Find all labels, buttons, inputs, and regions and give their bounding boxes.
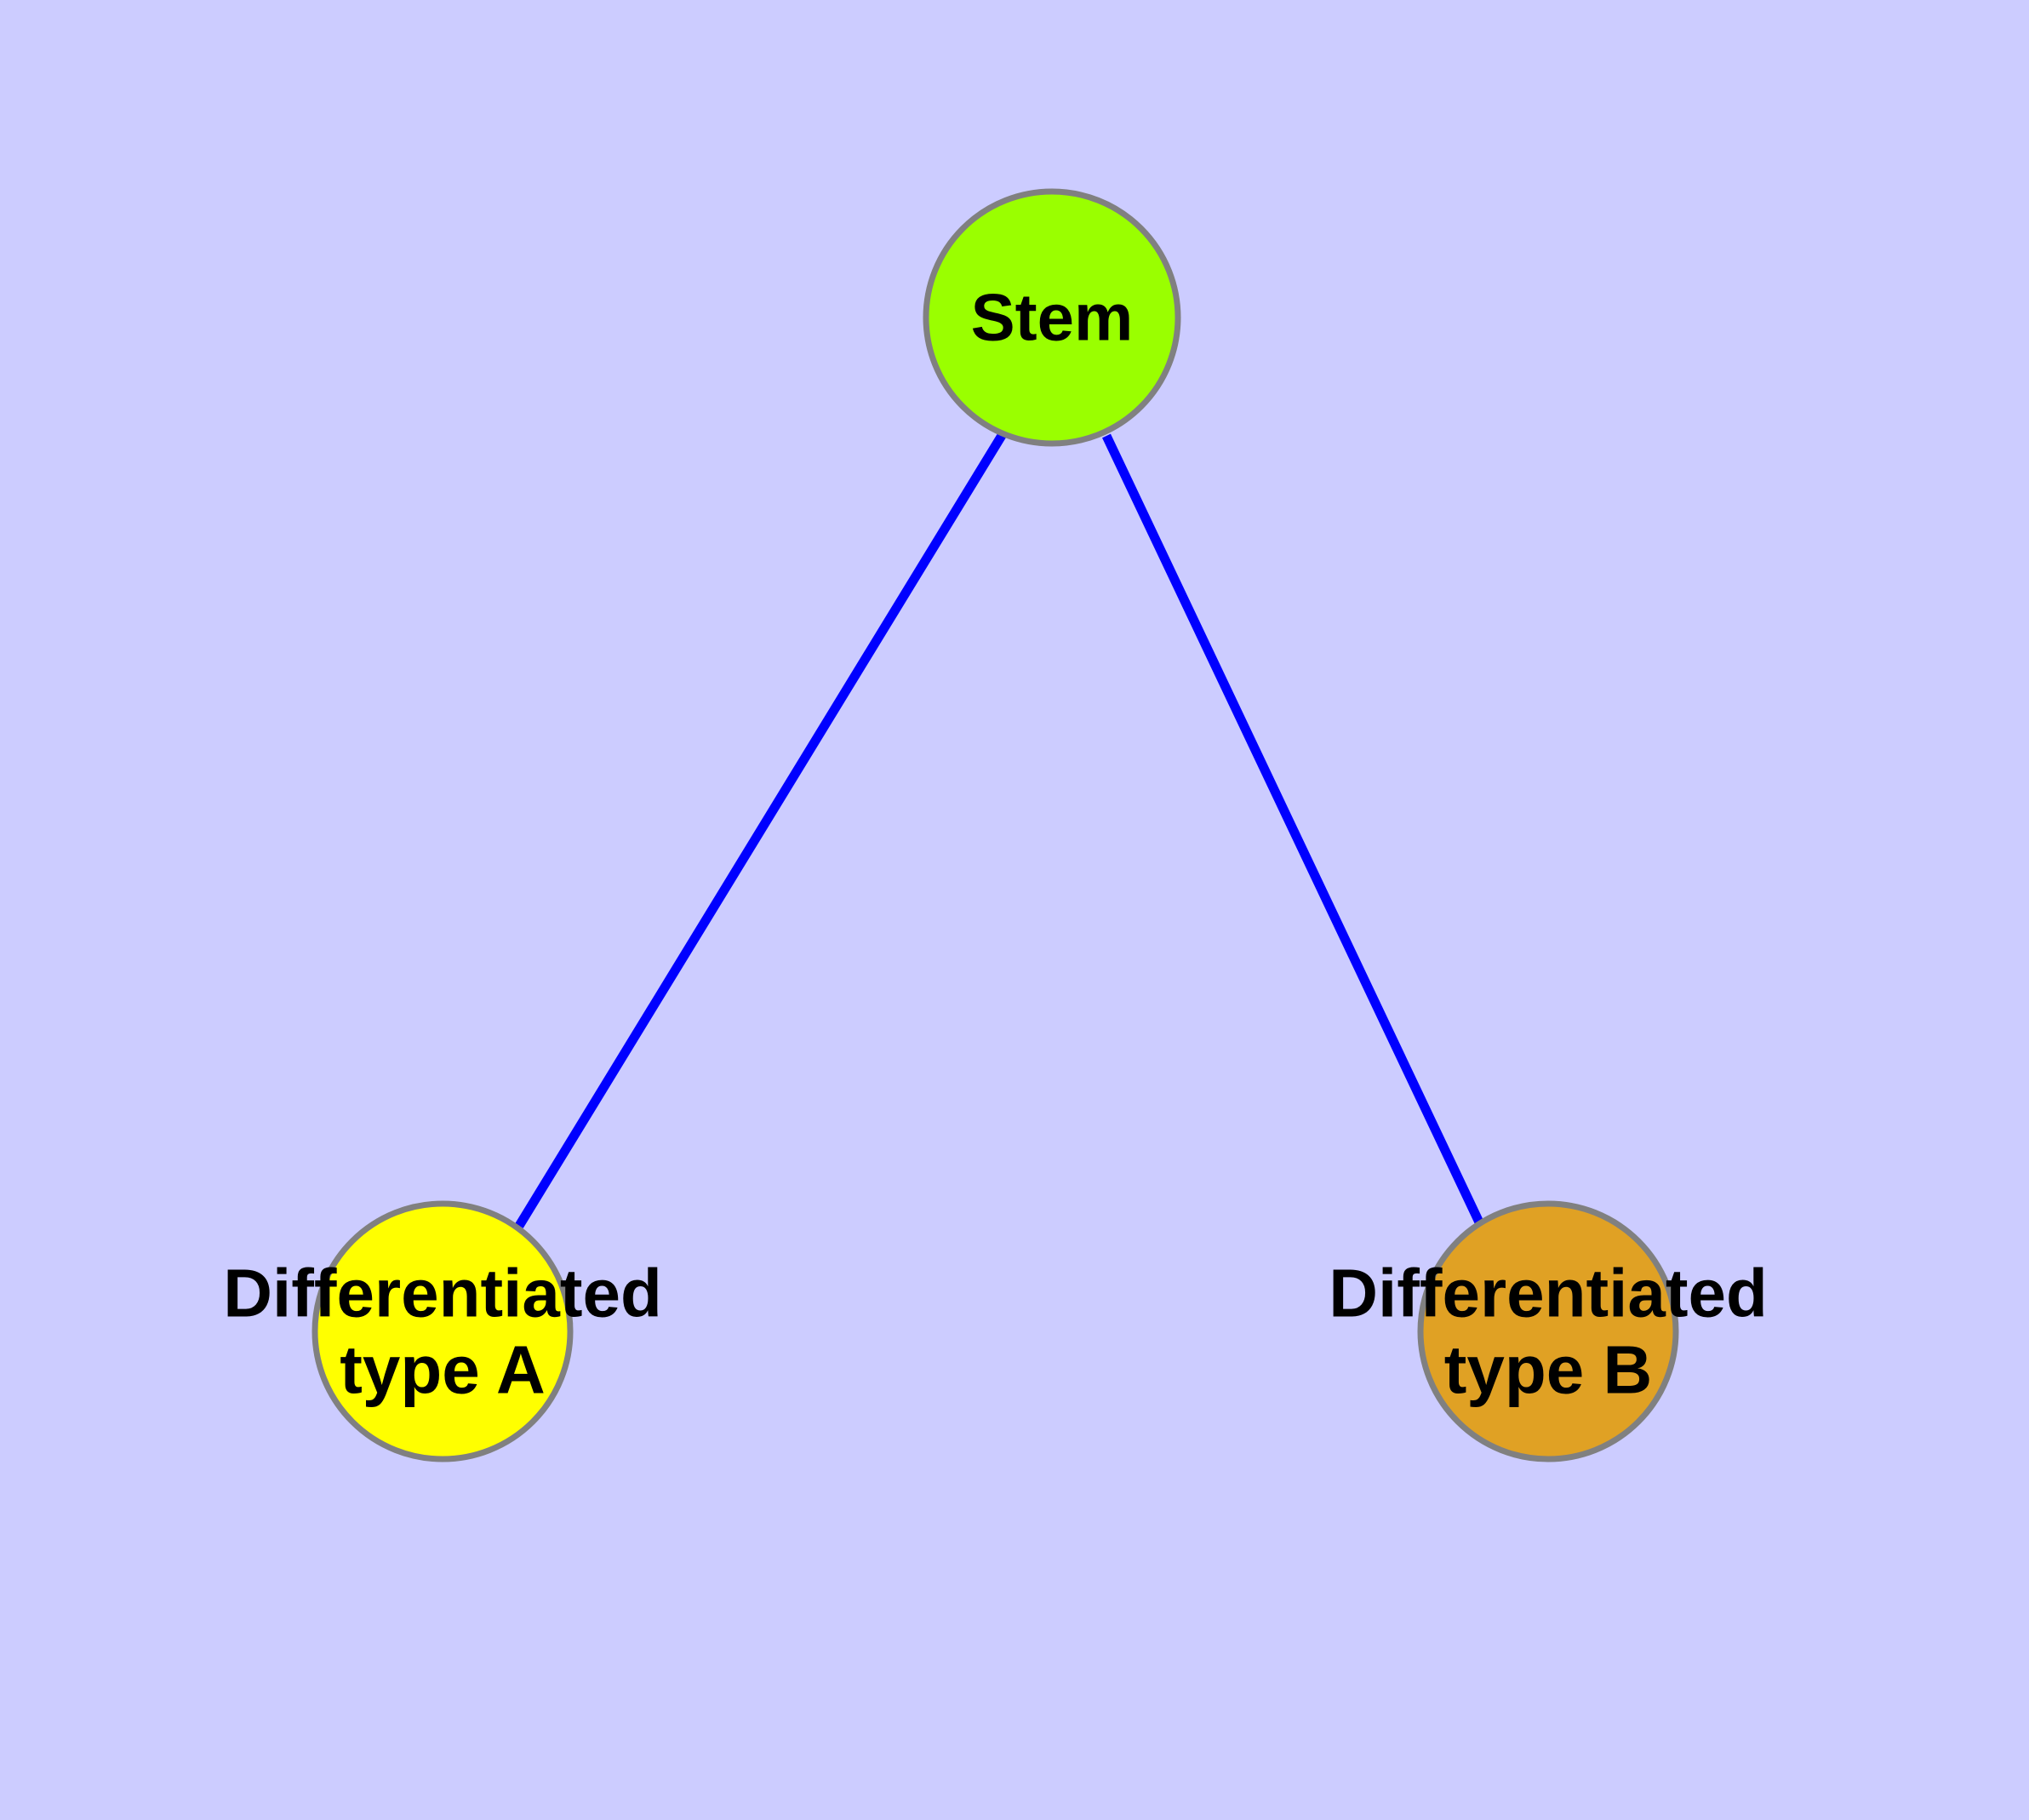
node-diff-b[interactable]: [1417, 1200, 1679, 1462]
edge-stem-to-diff-a[interactable]: [515, 432, 1007, 1228]
node-stem[interactable]: [923, 188, 1181, 447]
edge-stem-to-diff-b[interactable]: [1102, 433, 1485, 1228]
node-diff-a[interactable]: [311, 1200, 574, 1462]
